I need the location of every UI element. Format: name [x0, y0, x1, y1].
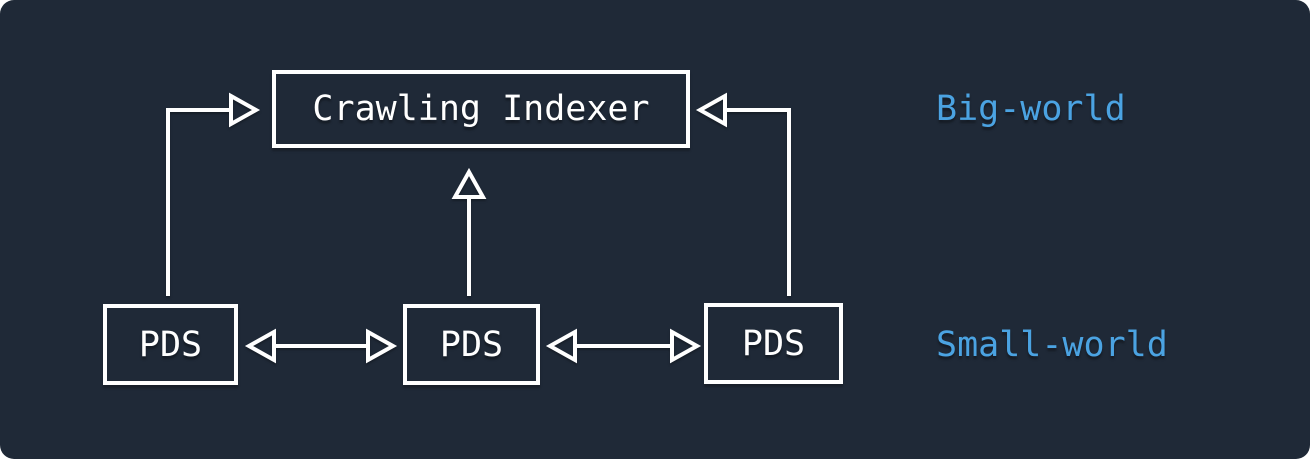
node-pds-2-label: PDS	[439, 324, 504, 365]
node-crawling-indexer: Crawling Indexer	[272, 70, 690, 148]
node-pds-3-label: PDS	[741, 323, 806, 364]
arrowhead-left-icon	[695, 92, 727, 128]
arrowhead-right-icon	[366, 328, 398, 364]
arrowhead-up-icon	[451, 167, 487, 199]
edge-pds2-to-indexer	[451, 167, 487, 296]
annotation-big-world: Big-world	[936, 70, 1126, 148]
arrowhead-right-icon	[670, 328, 702, 364]
annotation-small-world-label: Small-world	[936, 324, 1168, 365]
edge-pds2-pds3-bidirectional	[545, 328, 702, 364]
node-pds-1-label: PDS	[138, 324, 203, 365]
node-crawling-indexer-label: Crawling Indexer	[312, 89, 650, 129]
edge-pds3-to-indexer	[695, 92, 791, 296]
node-pds-3: PDS	[704, 303, 843, 384]
annotation-big-world-label: Big-world	[936, 89, 1126, 129]
arrowhead-left-icon	[244, 328, 276, 364]
edge-line	[725, 108, 791, 296]
node-pds-1: PDS	[103, 304, 238, 385]
annotation-small-world: Small-world	[936, 304, 1168, 385]
arrowhead-left-icon	[545, 328, 577, 364]
edge-pds1-to-indexer	[166, 92, 261, 296]
edge-line	[166, 108, 231, 296]
node-pds-2: PDS	[403, 304, 540, 385]
arrowhead-right-icon	[229, 92, 261, 128]
edge-pds1-pds2-bidirectional	[244, 328, 398, 364]
